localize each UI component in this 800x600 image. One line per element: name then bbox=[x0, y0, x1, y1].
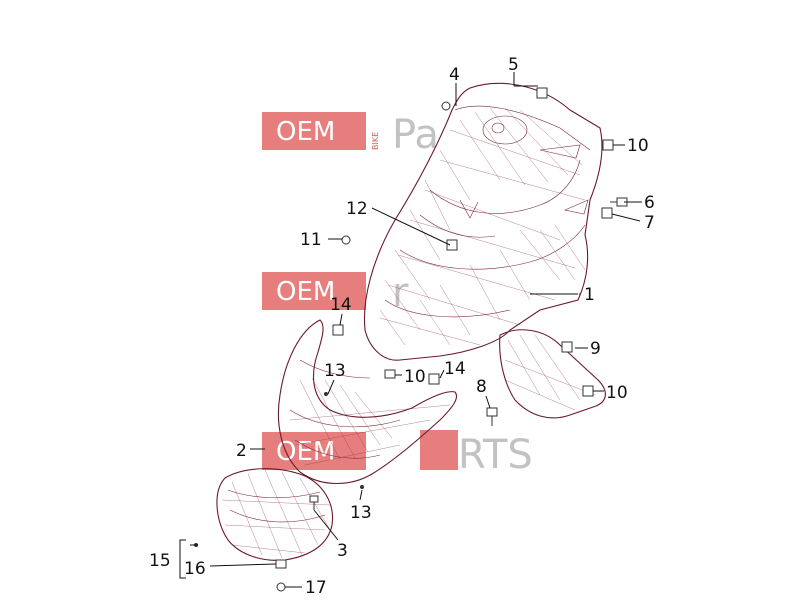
callout-10-top: 10 bbox=[627, 136, 649, 156]
watermark-middle: OEM r bbox=[262, 270, 409, 316]
clip-16 bbox=[275, 559, 287, 569]
callout-5: 5 bbox=[508, 55, 519, 75]
nut-4 bbox=[441, 101, 451, 111]
rivet-13-right bbox=[360, 485, 364, 489]
callout-13-left: 13 bbox=[324, 361, 346, 381]
lower-panel-part bbox=[216, 468, 334, 561]
watermark-tail: r bbox=[392, 270, 409, 316]
clip-14-right bbox=[428, 373, 440, 385]
clip-14-left bbox=[332, 324, 344, 336]
watermark-tail: RTS bbox=[458, 432, 533, 478]
watermark-top: OEM BIKE Pa bbox=[262, 112, 439, 158]
callout-10-mid: 10 bbox=[404, 367, 426, 387]
callout-15: 15 bbox=[149, 551, 171, 571]
watermark-tail: Pa bbox=[392, 112, 439, 158]
callout-1: 1 bbox=[584, 285, 595, 305]
callout-11: 11 bbox=[300, 230, 322, 250]
callout-8: 8 bbox=[476, 377, 487, 397]
callouts: 4 5 10 6 7 12 11 1 14 9 13 10 14 8 10 2 … bbox=[149, 55, 655, 598]
watermark-sub: BIKE bbox=[371, 132, 380, 150]
clip-5 bbox=[536, 87, 548, 99]
rivet-13-left bbox=[324, 392, 328, 396]
callout-6: 6 bbox=[644, 193, 655, 213]
hardware bbox=[194, 87, 628, 592]
callout-3: 3 bbox=[337, 541, 348, 561]
callout-4: 4 bbox=[449, 65, 460, 85]
callout-17: 17 bbox=[305, 578, 327, 598]
clip-12 bbox=[446, 239, 458, 251]
screw-17 bbox=[276, 582, 286, 592]
callout-12: 12 bbox=[346, 199, 368, 219]
nut-11 bbox=[341, 235, 351, 245]
callout-2: 2 bbox=[236, 441, 247, 461]
callout-7: 7 bbox=[644, 213, 655, 233]
screw-8 bbox=[486, 407, 498, 426]
callout-9: 9 bbox=[590, 339, 601, 359]
clip-10-right bbox=[582, 385, 594, 397]
clip-10-top bbox=[602, 139, 614, 151]
watermark-bottom: OEM RTS bbox=[262, 430, 533, 478]
screw-3 bbox=[309, 495, 319, 510]
callout-14-right: 14 bbox=[444, 359, 466, 379]
callout-16: 16 bbox=[184, 559, 206, 579]
screw-6 bbox=[610, 197, 628, 207]
callout-13-right: 13 bbox=[350, 503, 372, 523]
watermark-brand: OEM bbox=[276, 277, 335, 307]
front-shield-part bbox=[363, 82, 606, 419]
clip-10-mid bbox=[384, 369, 396, 379]
clip-9 bbox=[561, 341, 573, 353]
callout-14-left: 14 bbox=[330, 295, 352, 315]
watermark-brand: OEM bbox=[276, 117, 335, 147]
clip-7 bbox=[601, 207, 613, 219]
callout-10-right: 10 bbox=[606, 383, 628, 403]
leader-lines bbox=[179, 72, 642, 588]
lower-shield-part bbox=[277, 319, 458, 484]
watermark-brand: OEM bbox=[276, 437, 335, 467]
